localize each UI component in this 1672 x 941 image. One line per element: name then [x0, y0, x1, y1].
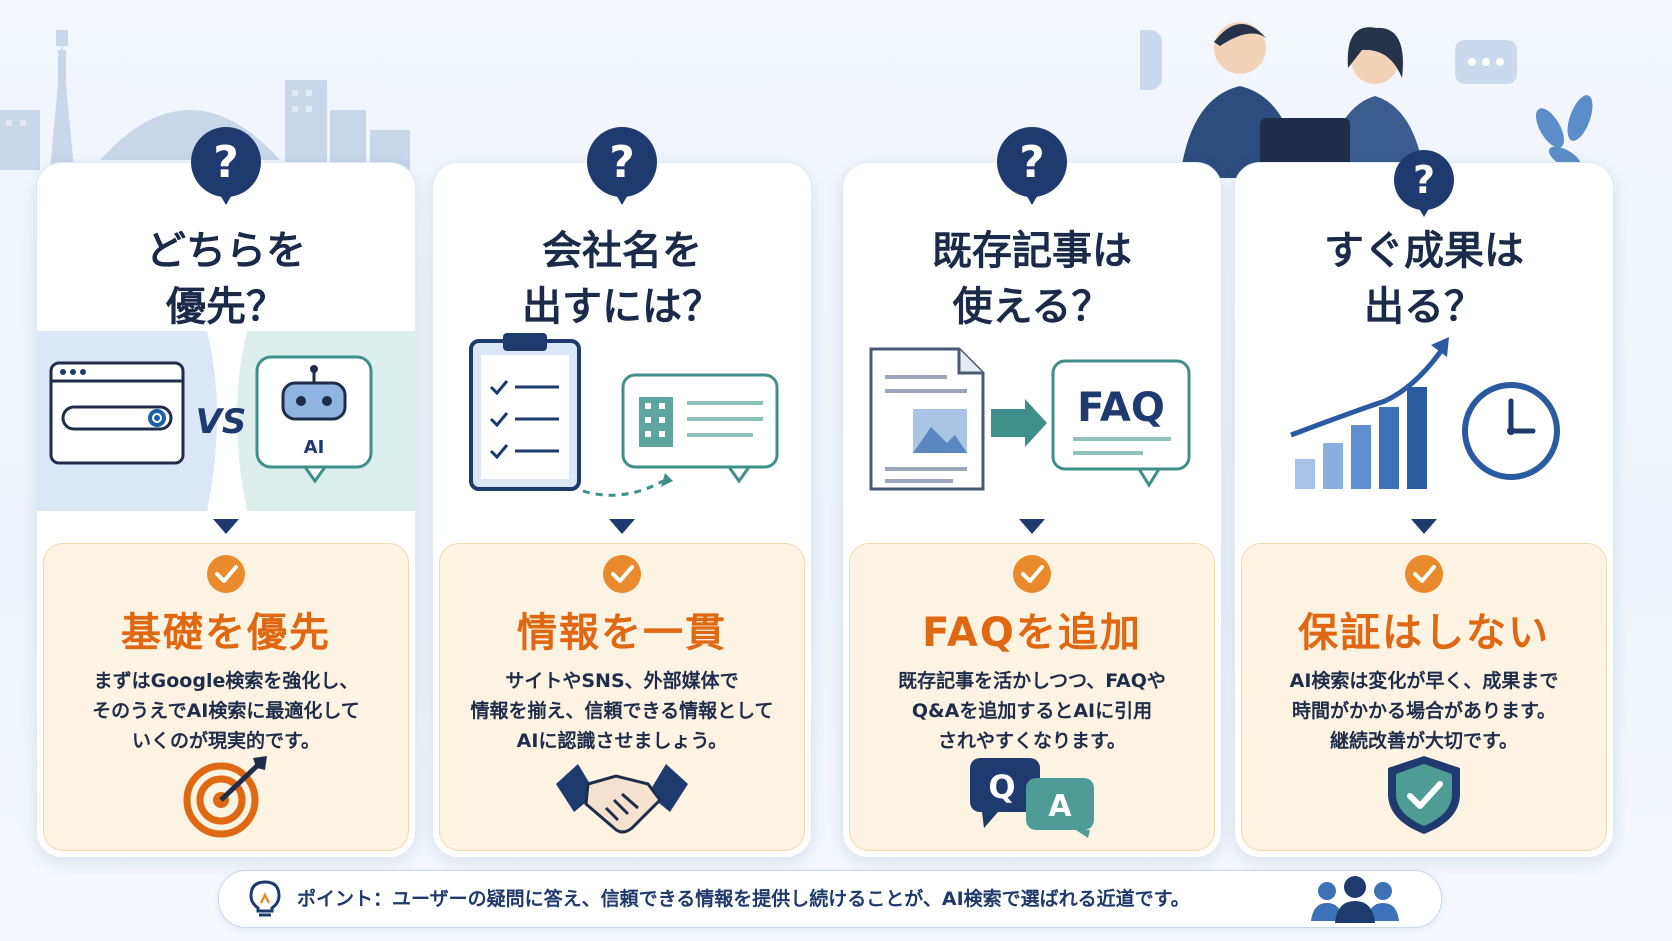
question-title: どちらを 優先？ — [146, 228, 306, 330]
answer-title: 保証はしない — [1298, 610, 1550, 656]
answer-panel: 保証はしない AI検索は変化が早く、成果まで 時間がかかる場合があります。 継続… — [1241, 543, 1607, 851]
svg-text:?: ? — [1019, 137, 1045, 188]
card-existing-articles: ? 既存記事は 使える？ FAQ FAQを追加 既存記事を活かしつつ、FAQや … — [842, 127, 1222, 858]
q-label: Q — [988, 768, 1015, 806]
illustration-growth-chart-clock — [1235, 331, 1613, 511]
illustration-article-to-faq: FAQ — [843, 331, 1221, 511]
footer-tip-text: ポイント：ユーザーの疑問に答え、信頼できる情報を提供し続けることが、AI検索で選… — [297, 888, 1190, 910]
check-circle-icon — [1405, 555, 1443, 593]
handshake-icon — [556, 764, 688, 834]
shield-check-icon — [1388, 756, 1460, 834]
down-arrow-icon — [1019, 519, 1045, 534]
answer-panel: FAQを追加 既存記事を活かしつつ、FAQや Q&Aを追加するとAIに引用 され… — [849, 543, 1215, 851]
card-quick-results: ? すぐ成果は 出る？ 保証はしない AI検索は変化が早く、成果まで 時間がか — [1234, 150, 1614, 858]
city-skyline-illustration — [0, 30, 410, 170]
lightbulb-icon — [249, 880, 281, 917]
check-circle-icon — [1013, 555, 1051, 593]
answer-body: 既存記事を活かしつつ、FAQや Q&Aを追加するとAIに引用 されやすくなります… — [898, 670, 1166, 752]
qa-bubbles-icon: Q A — [970, 758, 1094, 838]
people-group-icon — [1311, 876, 1399, 923]
svg-text:?: ? — [609, 137, 635, 188]
question-title: 会社名を 出すには？ — [522, 228, 722, 330]
business-people-illustration — [1140, 22, 1593, 178]
answer-panel: 情報を一貫 サイトやSNS、外部媒体で 情報を揃え、信頼できる情報として AIに… — [439, 543, 805, 851]
vs-label: VS — [196, 402, 247, 442]
down-arrow-icon — [213, 519, 239, 534]
answer-title: FAQを追加 — [922, 610, 1142, 656]
answer-panel: 基礎を優先 まずはGoogle検索を強化し、 そのうえでAI検索に最適化して い… — [43, 543, 409, 851]
check-circle-icon — [207, 555, 245, 593]
card-company-name: ? 会社名を 出すには？ 情報を一貫 — [432, 127, 812, 858]
ai-label: AI — [304, 437, 325, 458]
a-label: A — [1048, 789, 1072, 824]
down-arrow-icon — [609, 519, 635, 534]
question-badge-icon: ? — [997, 127, 1067, 205]
faq-label: FAQ — [1077, 385, 1165, 431]
answer-title: 基礎を優先 — [121, 610, 331, 656]
question-title: すぐ成果は 出る？ — [1324, 228, 1524, 330]
answer-body: AI検索は変化が早く、成果まで 時間がかかる場合があります。 継続改善が大切です… — [1289, 670, 1559, 752]
question-badge-icon: ? — [1394, 150, 1454, 217]
illustration-search-vs-ai: AI VS — [37, 331, 415, 511]
answer-body: まずはGoogle検索を強化し、 そのうえでAI検索に最適化して いくのが現実的… — [92, 670, 360, 752]
target-icon — [183, 756, 267, 838]
check-circle-icon — [603, 555, 641, 593]
question-badge-icon: ? — [587, 127, 657, 205]
answer-body: サイトやSNS、外部媒体で 情報を揃え、信頼できる情報として AIに認識させまし… — [470, 670, 774, 752]
question-title: 既存記事は 使える？ — [932, 228, 1132, 330]
answer-title: 情報を一貫 — [517, 610, 727, 656]
card-priority: ? どちらを 優先？ AI VS 基礎を優先 — [36, 127, 416, 858]
down-arrow-icon — [1411, 519, 1437, 534]
illustration-clipboard-company — [433, 331, 811, 511]
question-badge-icon: ? — [191, 127, 261, 205]
footer-tip-banner: ポイント：ユーザーの疑問に答え、信頼できる情報を提供し続けることが、AI検索で選… — [218, 870, 1442, 928]
svg-text:?: ? — [213, 137, 239, 188]
svg-text:?: ? — [1413, 158, 1435, 202]
